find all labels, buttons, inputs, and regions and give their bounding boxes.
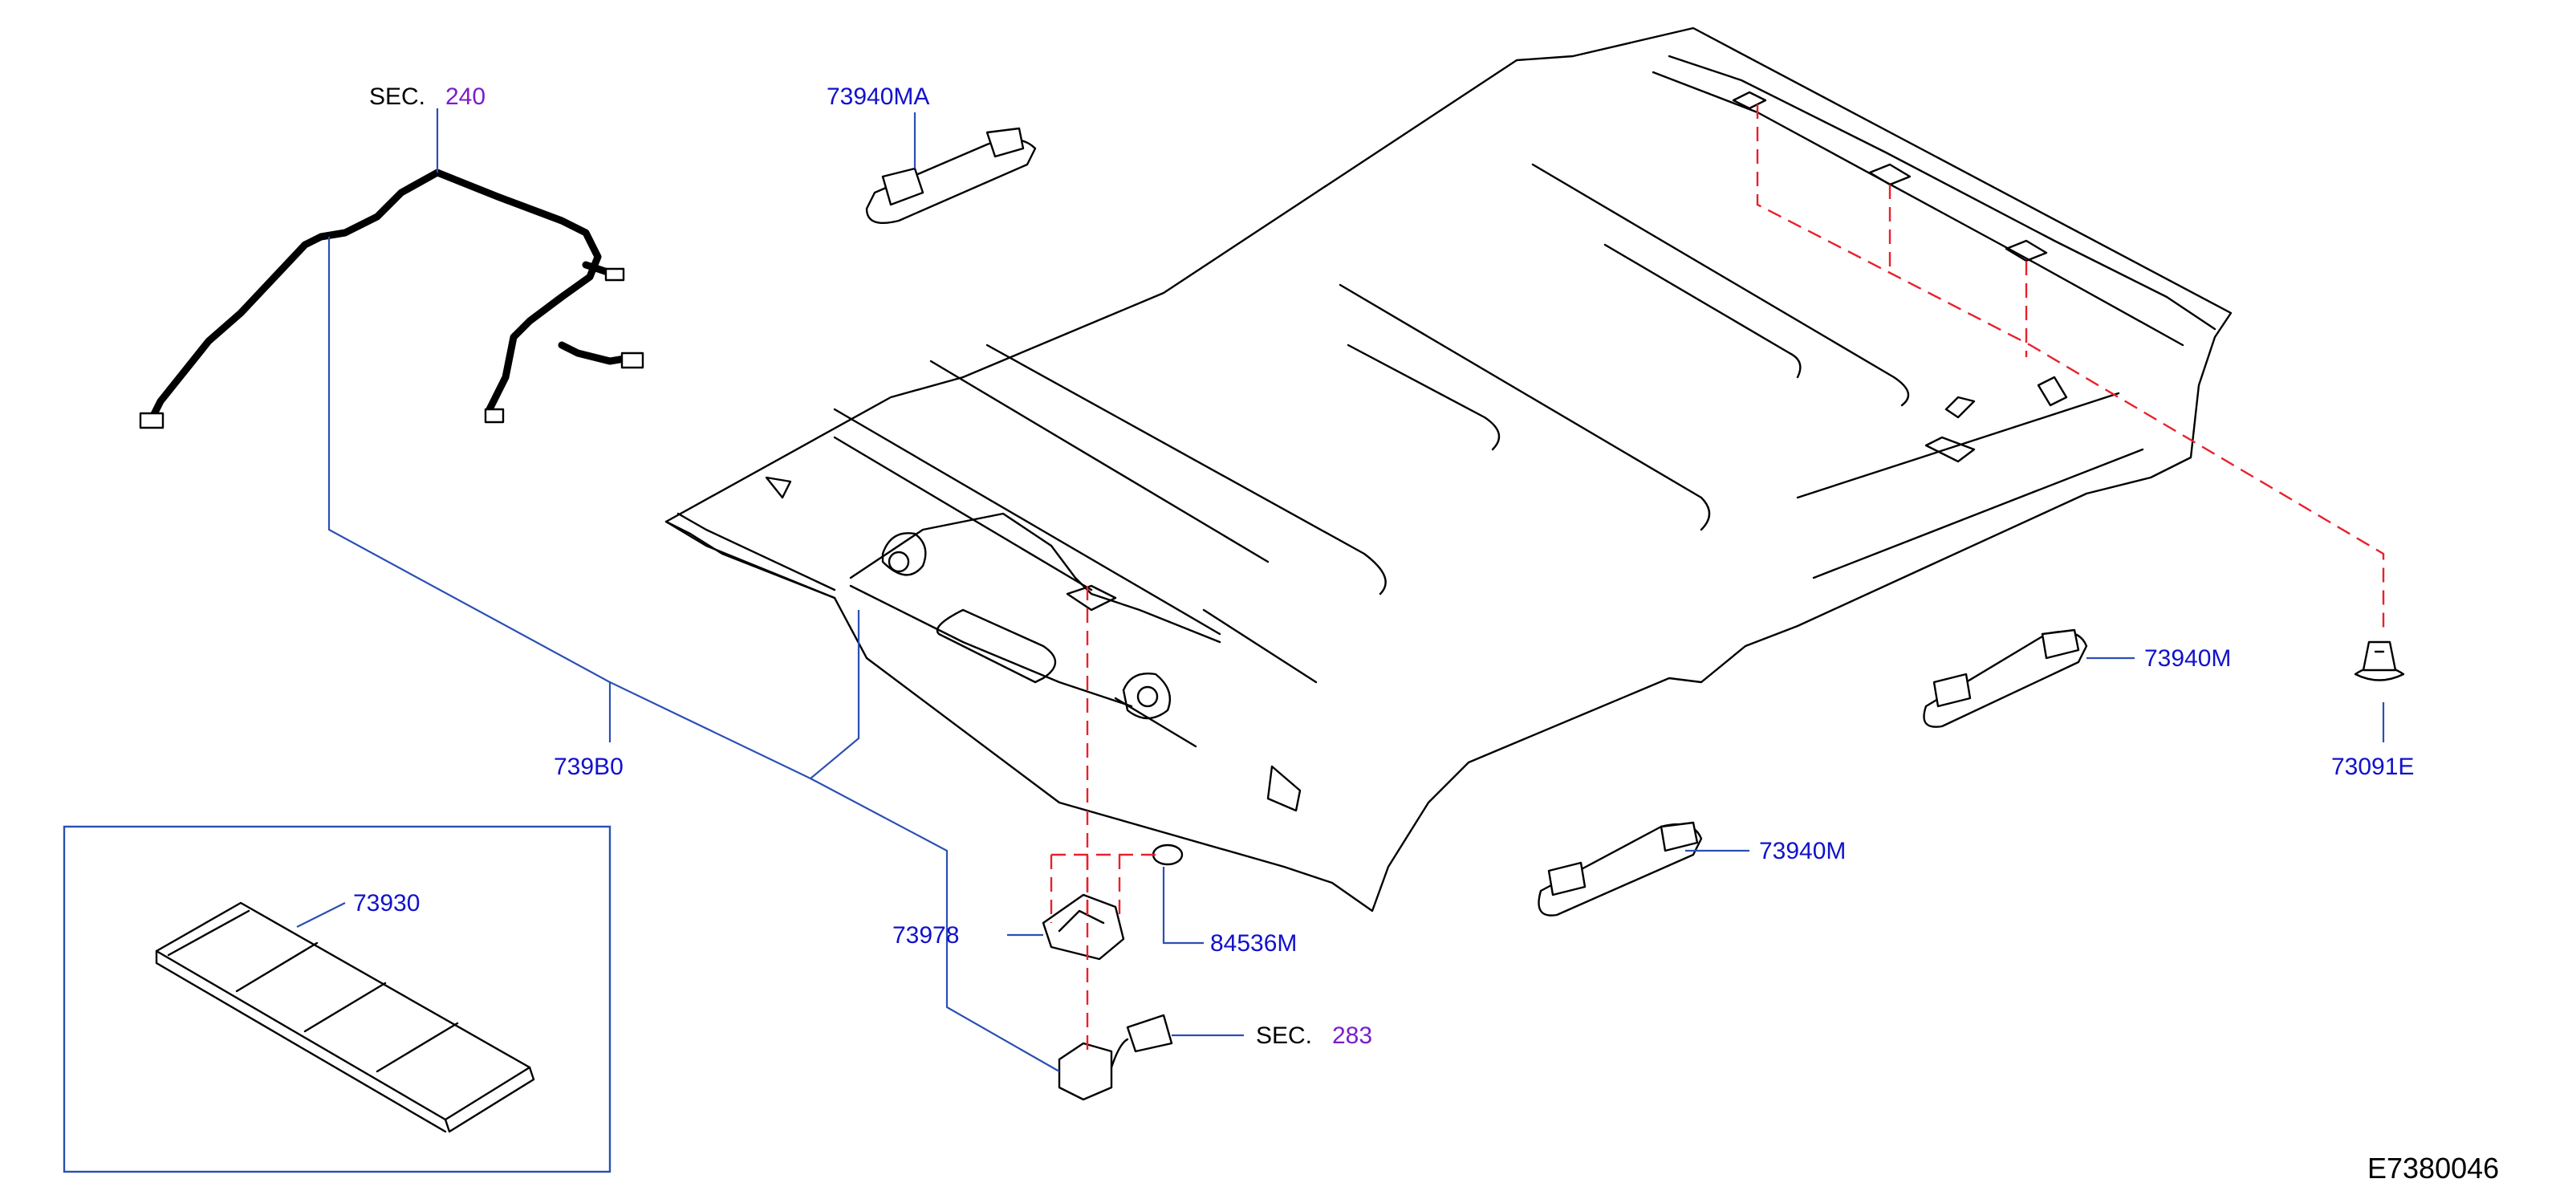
harness-sec-prefix: SEC. — [369, 83, 425, 110]
label-handle-rear[interactable]: 73940MA — [827, 83, 929, 110]
dashed-relations — [1050, 104, 2385, 1051]
connector-sec-prefix: SEC. — [1256, 1022, 1312, 1049]
headlining-clip — [2354, 640, 2405, 681]
pad-inset-box — [63, 825, 611, 1173]
label-headlining-assy[interactable]: 739B0 — [554, 754, 624, 780]
harness-connector-center — [604, 267, 625, 282]
leader-lines — [296, 108, 2385, 1072]
harness-sec-number[interactable]: 240 — [445, 83, 486, 110]
assist-grip-right — [1923, 628, 2088, 728]
label-handle-right[interactable]: 73940M — [2144, 645, 2231, 672]
harness-connector-right — [620, 352, 644, 369]
label-lamp-bracket[interactable]: 73978 — [892, 922, 959, 949]
assist-grip-rear — [865, 127, 1037, 225]
connector-sec-number[interactable]: 283 — [1332, 1022, 1372, 1049]
diagram-code: E7380046 — [2367, 1152, 2499, 1185]
lamp-bracket — [1042, 893, 1125, 961]
label-pad[interactable]: 73930 — [353, 890, 420, 917]
headlining-panel — [664, 26, 2233, 913]
ring-washer — [1152, 843, 1184, 866]
label-clip[interactable]: 73091E — [2331, 754, 2414, 780]
callout-labels: SEC. 240 73940MA 73940M 73940M 73091E 73… — [353, 83, 2499, 1185]
harness-connector-left — [139, 412, 165, 429]
label-handle-front[interactable]: 73940M — [1759, 838, 1846, 864]
harness-connector-lower — [484, 408, 505, 424]
assist-grip-front — [1538, 821, 1703, 917]
roof-pad — [155, 901, 535, 1133]
label-ring[interactable]: 84536M — [1210, 930, 1297, 957]
lamp-connector — [1058, 1014, 1173, 1101]
roof-wiring-harness — [139, 169, 644, 429]
